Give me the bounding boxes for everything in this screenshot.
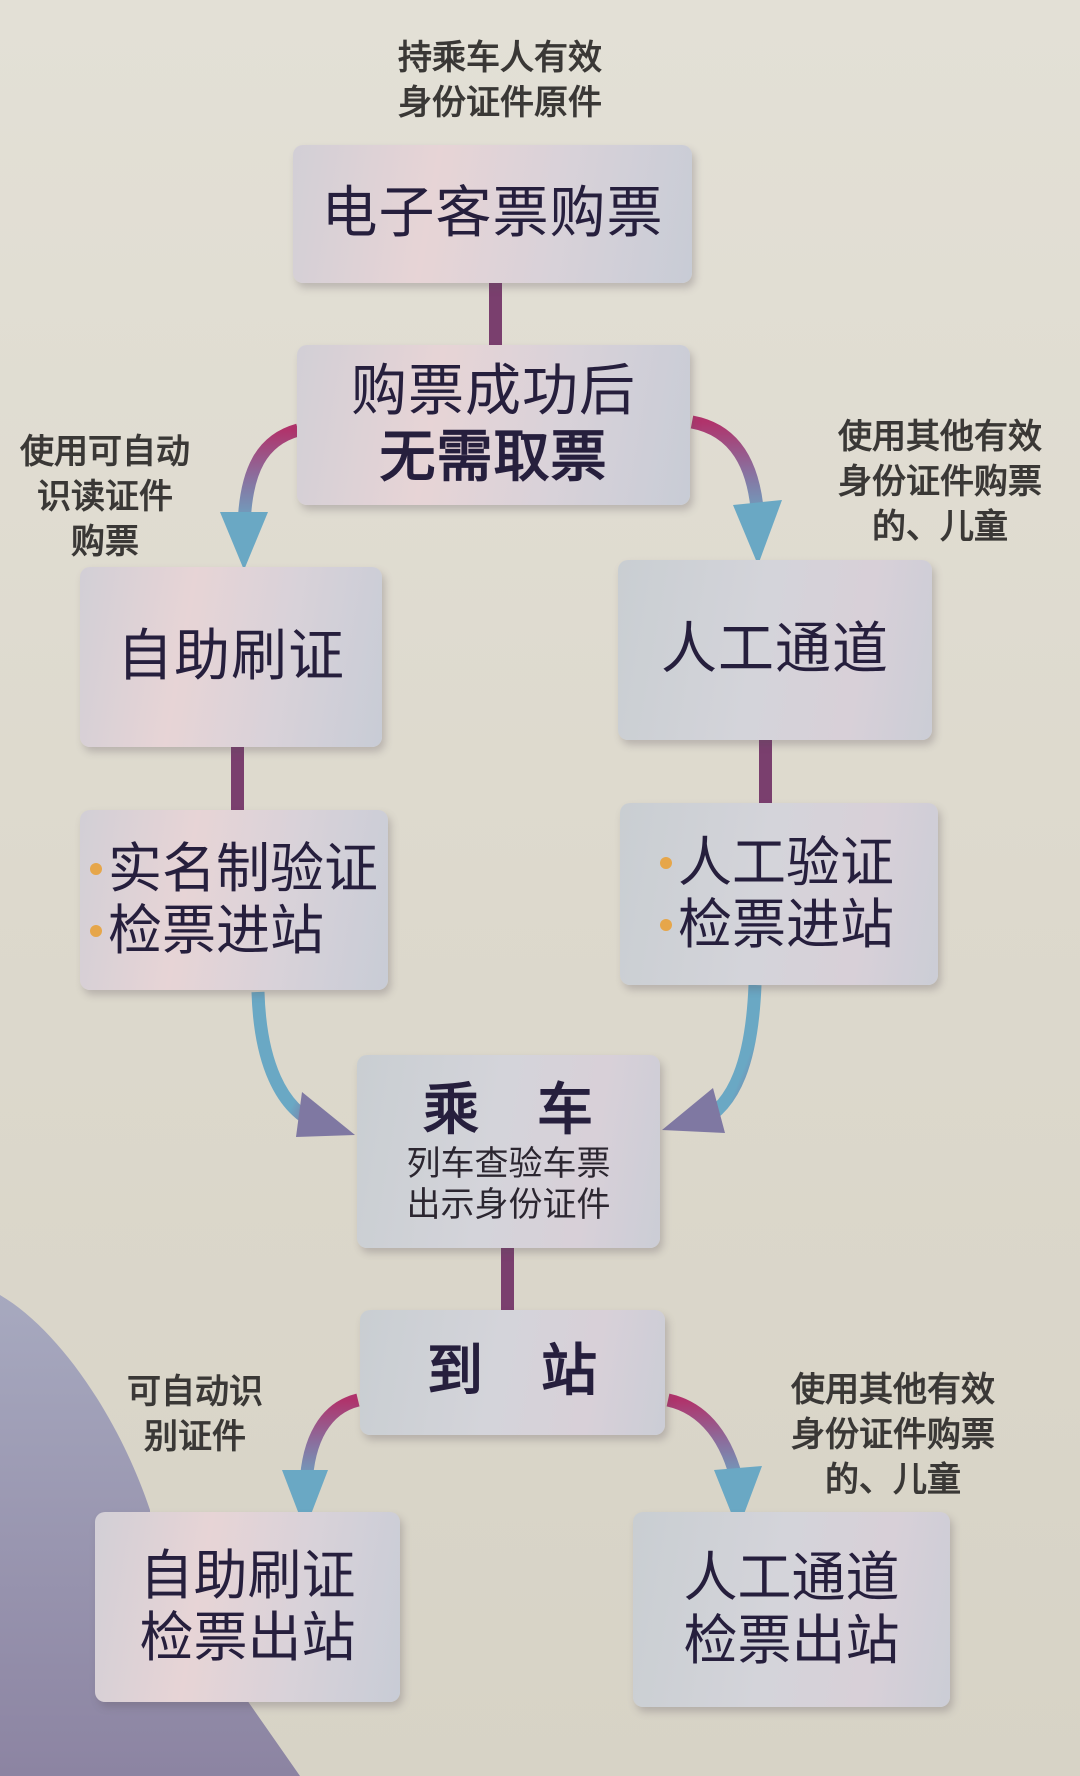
node-self-service-exit-line: 检票出站 <box>139 1606 356 1669</box>
node-buy-ticket: 电子客票购票 <box>293 145 692 283</box>
node-no-pickup: 购票成功后 无需取票 <box>297 345 690 505</box>
edge-label-line: 使用其他有效 <box>838 417 1042 457</box>
node-self-service-exit: 自助刷证 检票出站 <box>95 1512 400 1702</box>
node-arrival-label: 到 站 <box>427 1339 598 1405</box>
edge-label-line: 的、儿童 <box>825 1460 961 1501</box>
curved-arrow-down-right-exit-icon <box>666 1393 762 1530</box>
bullet-text: 检票进站 <box>108 899 324 962</box>
curved-arrow-down-left-icon <box>220 423 300 570</box>
node-no-pickup-line: 无需取票 <box>379 425 608 490</box>
bullet-text: 实名制验证 <box>108 836 378 900</box>
edge-label-line: 身份证件购票 <box>791 1415 995 1456</box>
edge-label-line: 使用可自动 <box>20 432 190 472</box>
bullet-dot-icon <box>90 862 102 875</box>
connector-boarding-to-arrival <box>501 1246 514 1312</box>
bullet-item: 检票进站 <box>660 893 894 956</box>
edge-label-right-exit: 使用其他有效 身份证件购票 的、儿童 <box>768 1368 1018 1504</box>
node-self-service-entry: 自助刷证 <box>80 567 382 747</box>
edge-label-line: 可自动识 <box>127 1372 263 1412</box>
edge-label-line: 使用其他有效 <box>791 1370 995 1410</box>
node-boarding-line: 出示身份证件 <box>406 1184 611 1225</box>
bullet-text: 检票进站 <box>678 893 894 956</box>
node-arrival: 到 站 <box>360 1310 665 1435</box>
node-manual-verify: 人工验证 检票进站 <box>620 803 938 985</box>
edge-label-line: 识读证件 <box>37 477 173 518</box>
curved-arrow-to-boarding-right-icon <box>662 984 762 1133</box>
node-manual-exit-line: 人工通道 <box>683 1546 900 1610</box>
edge-label-line: 别证件 <box>144 1417 246 1458</box>
bullet-dot-icon <box>660 919 672 932</box>
bullet-text: 人工验证 <box>678 830 894 894</box>
top-note-line: 持乘车人有效 <box>398 38 602 78</box>
edge-label-left-entry: 使用可自动 识读证件 购票 <box>0 430 210 566</box>
node-self-service-exit-line: 自助刷证 <box>139 1543 356 1607</box>
top-note-line: 身份证件原件 <box>398 83 602 124</box>
node-manual-entry-label: 人工通道 <box>661 616 889 682</box>
edge-label-right-entry: 使用其他有效 身份证件购票 的、儿童 <box>815 415 1065 551</box>
node-no-pickup-line: 购票成功后 <box>351 358 636 424</box>
edge-label-line: 的、儿童 <box>872 507 1008 548</box>
node-manual-exit-line: 检票出站 <box>683 1608 900 1672</box>
top-note: 持乘车人有效 身份证件原件 <box>360 36 640 126</box>
node-manual-entry: 人工通道 <box>618 560 932 740</box>
bullet-item: 检票进站 <box>90 899 324 962</box>
node-boarding: 乘 车 列车查验车票 出示身份证件 <box>357 1055 660 1248</box>
connector-buy-to-nopickup <box>489 283 502 345</box>
edge-label-line: 购票 <box>71 522 139 563</box>
connector-manual-to-verify <box>759 740 772 804</box>
node-boarding-title: 乘 车 <box>423 1077 594 1143</box>
edge-label-left-exit: 可自动识 别证件 <box>110 1370 280 1460</box>
bullet-item: 实名制验证 <box>90 836 378 900</box>
edge-label-line: 身份证件购票 <box>838 462 1042 503</box>
bullet-dot-icon <box>660 856 672 869</box>
curved-arrow-down-left-exit-icon <box>282 1393 360 1530</box>
bullet-item: 人工验证 <box>660 830 894 894</box>
curved-arrow-to-boarding-left-icon <box>251 991 355 1137</box>
bullet-dot-icon <box>90 925 102 938</box>
node-manual-exit: 人工通道 检票出站 <box>633 1512 950 1707</box>
node-self-service-verify: 实名制验证 检票进站 <box>80 810 388 990</box>
node-self-service-entry-label: 自助刷证 <box>117 623 345 689</box>
connector-selfservice-to-verify <box>231 746 244 810</box>
node-buy-ticket-label: 电子客票购票 <box>321 180 664 246</box>
curved-arrow-down-right-icon <box>690 415 782 565</box>
node-boarding-line: 列车查验车票 <box>406 1143 611 1184</box>
